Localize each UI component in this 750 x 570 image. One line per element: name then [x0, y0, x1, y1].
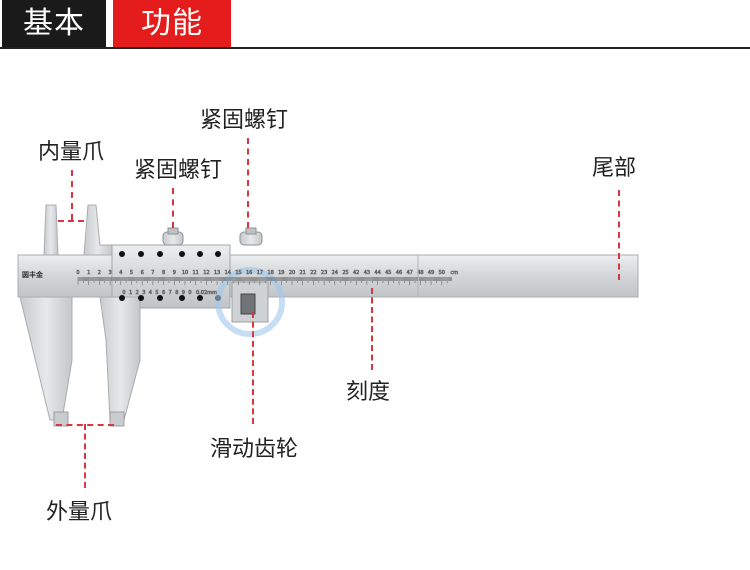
scale-number: 11 — [193, 270, 199, 276]
scale-number: 8 — [162, 270, 165, 276]
brand-logo: 圆丰金 — [22, 270, 44, 279]
scale-number: 24 — [332, 270, 338, 276]
slider-inner-jaw — [83, 204, 113, 256]
scale-number: 48 — [417, 270, 423, 276]
scale-number: 0 — [76, 270, 79, 276]
leader-tail — [618, 190, 620, 280]
scale-number: 46 — [396, 270, 402, 276]
leader-inner-jaw — [71, 170, 73, 220]
scale-number: 4 — [119, 270, 122, 276]
scale-number: 25 — [342, 270, 348, 276]
leader-inner-jaw-h — [58, 220, 84, 222]
label-inner-jaw: 内量爪 — [38, 140, 105, 165]
leader-slide-wheel — [252, 312, 254, 424]
vernier-number: 7 — [169, 290, 172, 296]
scale-number: 14 — [225, 270, 231, 276]
label-tail: 尾部 — [592, 156, 637, 181]
scale-number: 19 — [278, 270, 284, 276]
tab-basic: 基本 — [2, 0, 106, 47]
vernier-number: 9 — [182, 290, 185, 296]
scale-number: 50 — [439, 270, 445, 276]
scale-number: 18 — [267, 270, 273, 276]
scale-unit: cm — [451, 270, 459, 276]
scale-number: 1 — [87, 270, 90, 276]
scale-number: 23 — [321, 270, 327, 276]
fixed-inner-jaw — [43, 204, 59, 256]
vernier-number: 0 — [122, 290, 125, 296]
label-lock-screw-left: 紧固螺钉 — [134, 158, 223, 183]
tab-function: 功能 — [113, 0, 231, 47]
header-divider — [0, 47, 750, 49]
scale-number: 17 — [257, 270, 263, 276]
scale-number: 3 — [109, 270, 112, 276]
scale-number: 7 — [151, 270, 154, 276]
leader-lock-screw-left — [172, 188, 174, 228]
scale-number: 42 — [353, 270, 359, 276]
label-slide-wheel: 滑动齿轮 — [210, 437, 299, 462]
slide-wheel — [240, 293, 256, 315]
leader-lock-screw-top — [247, 138, 249, 228]
vernier-number: 3 — [142, 290, 145, 296]
scale-number: 12 — [203, 270, 209, 276]
scale-number: 49 — [428, 270, 434, 276]
leader-outer-jaw — [84, 424, 86, 488]
scale-number: 43 — [364, 270, 370, 276]
leader-scale — [371, 288, 373, 370]
slider-outer-jaw — [99, 296, 141, 421]
scale-number: 44 — [374, 270, 380, 276]
scale-number: 6 — [141, 270, 144, 276]
scale-number: 13 — [214, 270, 220, 276]
scale-number: 2 — [98, 270, 101, 276]
main-beam — [17, 254, 639, 298]
scale-number: 22 — [310, 270, 316, 276]
scale-number: 15 — [235, 270, 241, 276]
scale-number: 45 — [385, 270, 391, 276]
scale-number: 10 — [182, 270, 188, 276]
vernier-number: 0 — [188, 290, 191, 296]
label-scale: 刻度 — [346, 380, 391, 405]
scale-number: 20 — [289, 270, 295, 276]
scale-number: 16 — [246, 270, 252, 276]
fixed-outer-jaw — [19, 296, 73, 421]
label-outer-jaw: 外量爪 — [46, 500, 113, 525]
vernier-precision: 0.02mm — [196, 290, 217, 296]
scale-number: 5 — [130, 270, 133, 276]
scale-number: 9 — [173, 270, 176, 276]
vernier-number: 8 — [175, 290, 178, 296]
label-lock-screw-top: 紧固螺钉 — [200, 108, 289, 133]
scale-number: 21 — [300, 270, 306, 276]
vernier-number: 1 — [129, 290, 132, 296]
vernier-number: 6 — [162, 290, 165, 296]
vernier-number: 5 — [155, 290, 158, 296]
scale-number: 47 — [407, 270, 413, 276]
vernier-number: 2 — [136, 290, 139, 296]
vernier-number: 4 — [149, 290, 152, 296]
